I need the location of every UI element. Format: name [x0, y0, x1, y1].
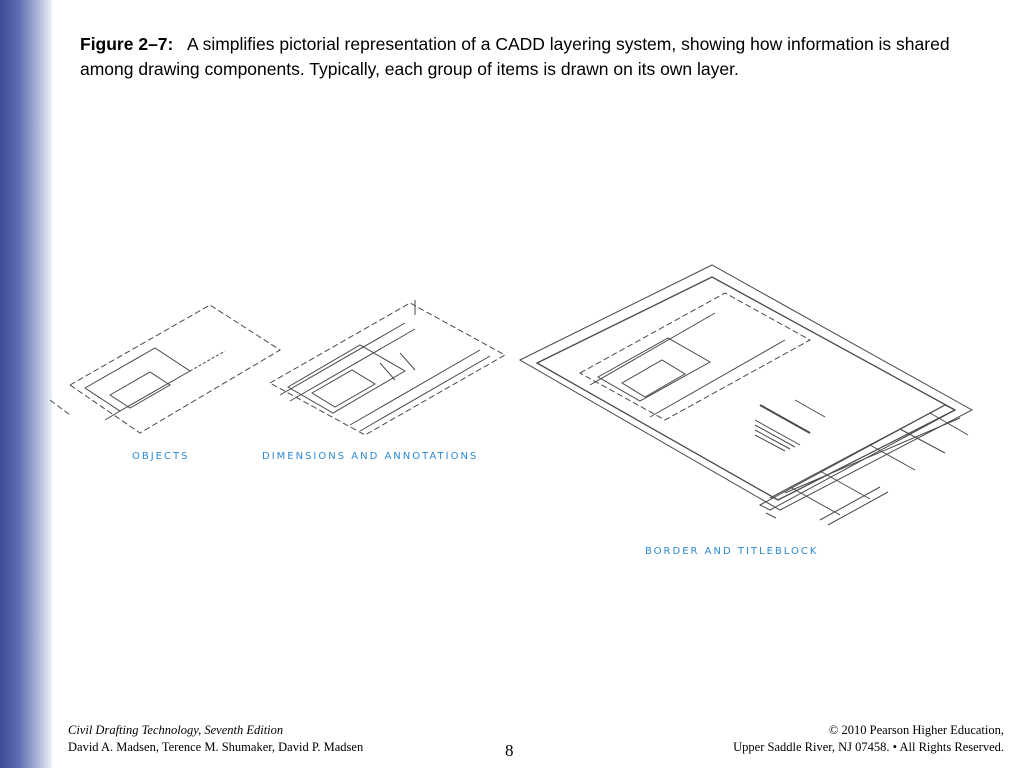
figure-caption-label: Figure 2–7: — [80, 34, 174, 54]
footer-authors: David A. Madsen, Terence M. Shumaker, Da… — [68, 740, 364, 754]
footer-copyright-line2: Upper Saddle River, NJ 07458. • All Righ… — [733, 740, 1004, 754]
objects-layer-drawing — [50, 304, 281, 434]
objects-label: OBJECTS — [132, 451, 189, 462]
cadd-layering-illustration: OBJECTS DIMENSIONS AND ANNOTATIONS BORDE… — [50, 264, 974, 557]
border-layer-drawing — [518, 264, 974, 526]
footer-book-info: Civil Drafting Technology, Seventh Editi… — [68, 722, 363, 756]
decorative-sidebar — [0, 0, 52, 768]
page-number: 8 — [505, 741, 514, 760]
border-titleblock-label: BORDER AND TITLEBLOCK — [645, 546, 818, 557]
dimensions-layer-drawing — [268, 300, 507, 436]
footer-book-title: Civil Drafting Technology, Seventh Editi… — [68, 723, 284, 737]
figure-caption-text: A simplifies pictorial representation of… — [80, 34, 950, 79]
figure-caption: Figure 2–7: A simplifies pictorial repre… — [80, 32, 1000, 82]
footer-copyright: © 2010 Pearson Higher Education, Upper S… — [733, 722, 1004, 756]
footer-copyright-line1: © 2010 Pearson Higher Education, — [828, 723, 1004, 737]
cadd-layering-figure: OBJECTS DIMENSIONS AND ANNOTATIONS BORDE… — [50, 255, 980, 565]
dimensions-annotations-label: DIMENSIONS AND ANNOTATIONS — [262, 451, 478, 462]
